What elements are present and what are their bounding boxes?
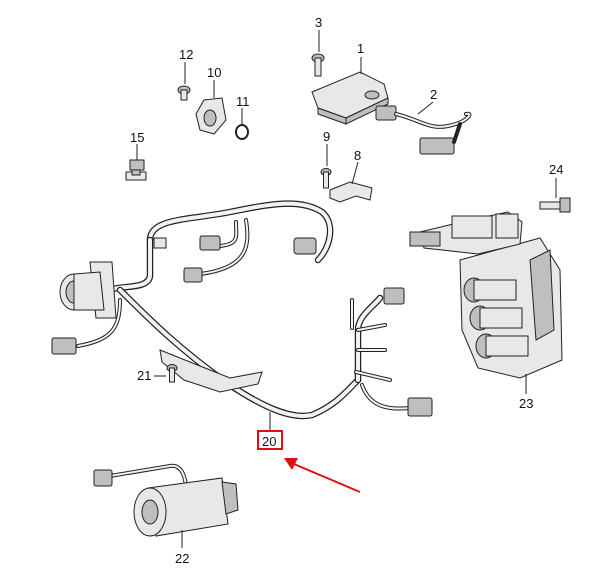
leader-8 (351, 161, 359, 185)
callout-12: 12 (179, 47, 193, 62)
callout-21: 21 (137, 368, 151, 383)
part-2-sensor-cable[interactable] (375, 105, 472, 155)
highlight-box-20 (257, 430, 283, 450)
part-15-sensor[interactable] (125, 159, 147, 181)
part-10-sensor[interactable] (195, 97, 227, 135)
part-21-screw[interactable] (166, 364, 178, 383)
part-20-wiring-harness[interactable] (51, 200, 433, 420)
part-11-o-ring[interactable] (235, 124, 249, 140)
callout-15: 15 (130, 130, 144, 145)
leader-2 (417, 101, 434, 115)
callout-2: 2 (430, 87, 437, 102)
harness-round-connector (59, 261, 117, 319)
callout-23: 23 (519, 396, 533, 411)
part-8-bracket[interactable] (329, 181, 373, 203)
callout-22: 22 (175, 551, 189, 566)
callout-10: 10 (207, 65, 221, 80)
callout-1: 1 (357, 41, 364, 56)
callout-11: 11 (236, 94, 250, 109)
part-24-bolt[interactable] (539, 197, 571, 213)
callout-9: 9 (323, 129, 330, 144)
part-3-screw[interactable] (311, 53, 325, 77)
part-9-screw[interactable] (320, 168, 332, 189)
part-22-electric-motor[interactable] (93, 463, 239, 537)
callout-24: 24 (549, 162, 563, 177)
part-23-valve-body[interactable] (409, 211, 563, 379)
part-1-control-unit[interactable] (311, 71, 389, 125)
callout-8: 8 (354, 148, 361, 163)
callout-3: 3 (315, 15, 322, 30)
part-12-screw[interactable] (177, 85, 191, 101)
pointer-arrow (284, 458, 361, 493)
callout-20: 20 (262, 434, 276, 449)
